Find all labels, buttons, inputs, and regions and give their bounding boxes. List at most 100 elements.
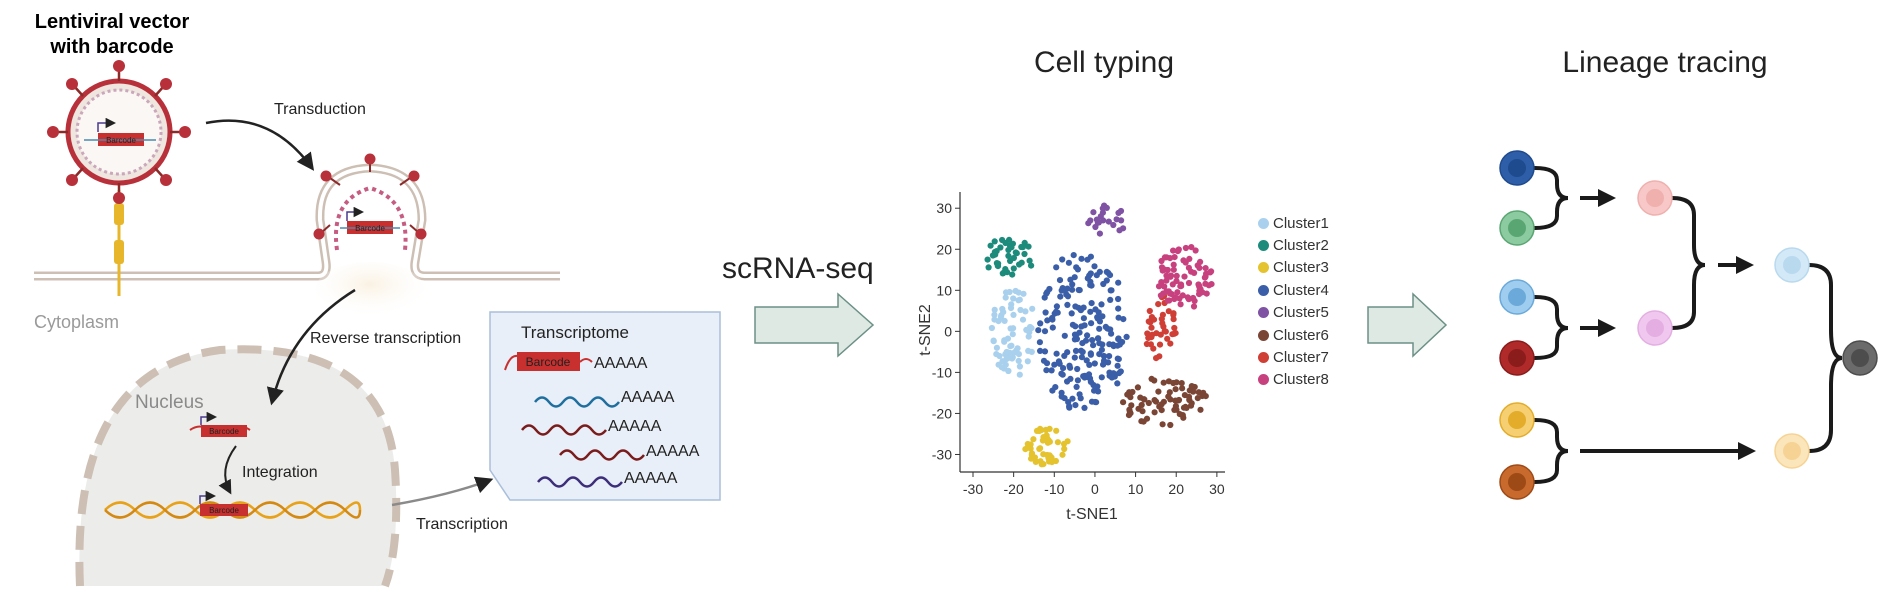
scatter-point-cluster4 [1095,309,1102,316]
scatter-point-cluster4 [1091,263,1098,270]
lineage-title: Lineage tracing [1562,46,1767,79]
scatter-point-cluster4 [1090,342,1097,349]
scatter-point-cluster1 [1020,290,1027,297]
scatter-point-cluster4 [1074,365,1081,373]
scatter-point-cluster1 [1001,337,1008,344]
scatter-point-cluster6 [1167,421,1174,429]
scatter-point-cluster3 [1036,445,1043,452]
scatter-point-cluster2 [984,256,991,263]
scatter-point-cluster3 [1037,458,1044,465]
brace-4 [1670,196,1706,330]
input-cell-2 [1499,210,1535,246]
scatter-point-cluster4 [1087,378,1094,385]
scatter-point-cluster1 [993,351,1000,358]
scatter-point-cluster4 [1078,255,1085,262]
brace-5 [1807,263,1843,453]
scatter-point-cluster5 [1105,218,1112,225]
scatter-point-cluster4 [1061,286,1068,293]
scatter-point-cluster8 [1201,274,1208,281]
scatter-point-cluster4 [1057,293,1064,300]
scatter-point-cluster1 [1016,363,1024,370]
scatter-point-cluster6 [1190,388,1197,395]
lineage-tree [1499,150,1878,500]
scatter-point-cluster3 [1059,451,1066,458]
scatter-point-cluster5 [1087,217,1094,224]
legend-label: Cluster1 [1273,214,1329,232]
reverse-transcription-label: Reverse transcription [310,330,461,347]
barcode-dna-fragment: Barcode [189,411,251,437]
scatter-point-cluster7 [1169,331,1176,338]
scatter-point-cluster5 [1116,227,1123,234]
scatter-point-cluster8 [1173,278,1180,285]
scatter-point-cluster7 [1145,318,1152,325]
progenitor-cell-2-nucleus [1646,319,1664,337]
scatter-point-cluster1 [1029,305,1036,312]
scatter-point-cluster2 [1016,261,1023,268]
scatter-point-cluster1 [1005,367,1012,375]
scatter-point-cluster8 [1163,272,1170,279]
scatter-point-cluster7 [1164,335,1171,342]
scatter-point-cluster6 [1151,397,1158,404]
scatter-point-cluster7 [1161,328,1168,335]
scatter-point-cluster8 [1167,272,1175,279]
transcriptome-panel: Transcriptome Barcode AAAAA AAAAA AAAAA … [489,311,721,501]
scatter-point-cluster3 [1032,458,1039,465]
scatter-point-cluster3 [1024,440,1031,448]
transcript-wave-2: AAAAA [521,418,662,436]
input-cell-5-nucleus [1508,411,1526,429]
scatter-point-cluster8 [1178,283,1185,290]
scatter-point-cluster4 [1068,310,1075,317]
scatter-point-cluster4 [1059,371,1066,378]
scatter-point-cluster4 [1035,327,1042,334]
integration-arrow [218,445,237,495]
scatter-point-cluster4 [1089,337,1096,344]
scatter-point-cluster7 [1170,311,1177,318]
scatter-point-cluster8 [1191,269,1198,276]
scatter-point-cluster6 [1145,399,1152,407]
scatter-point-cluster6 [1160,379,1167,386]
scatter-point-cluster4 [1043,360,1051,367]
scatter-point-cluster2 [993,248,1000,255]
scatter-point-cluster4 [1115,279,1122,286]
scatter-point-cluster6 [1134,384,1141,391]
scatter-point-cluster1 [1016,296,1023,303]
legend-item-cluster8: Cluster8 [1258,369,1329,391]
polyA-tail-5: AAAAA [624,470,678,487]
scatter-point-cluster8 [1195,281,1202,288]
scatter-point-cluster5 [1099,209,1106,216]
nucleus: Nucleus [75,345,401,588]
brace-3 [1533,418,1569,484]
scatter-point-cluster1 [1012,287,1019,295]
scatter-point-cluster4 [1114,362,1121,369]
cytoplasm-label: Cytoplasm [34,312,119,332]
scatter-point-cluster2 [1002,239,1009,247]
scatter-point-cluster4 [1084,332,1091,339]
scatter-point-cluster1 [1015,357,1022,364]
scatter-point-cluster3 [1048,459,1055,466]
x-tick-label: 30 [1209,481,1225,497]
scatter-point-cluster7 [1146,307,1153,315]
progenitor-cell-2 [1637,310,1673,346]
vector-panel: Lentiviral vector with barcode [34,11,560,588]
scatter-point-cluster7 [1147,341,1154,348]
scatter-point-cluster6 [1129,388,1136,396]
x-tick-label: 20 [1168,481,1184,497]
legend-item-cluster5: Cluster5 [1258,302,1329,324]
scatter-point-cluster4 [1064,301,1071,308]
scatter-point-cluster2 [1009,271,1016,278]
scatter-point-cluster8 [1205,282,1212,289]
scatter-point-cluster4 [1083,357,1090,364]
legend-swatch [1258,352,1269,364]
scatter-point-cluster2 [1018,243,1025,251]
scatter-point-cluster6 [1159,421,1166,428]
scatter-point-cluster4 [1061,395,1068,402]
scatter-point-cluster8 [1190,303,1198,310]
scatter-point-cluster4 [1098,301,1105,308]
input-cell-5 [1499,402,1535,438]
vector-title-line1: Lentiviral vector [35,11,190,33]
to-lineage-arrow [1367,292,1448,358]
receptor-icon [114,190,124,296]
scatter-point-cluster4 [1067,375,1074,382]
scatter-point-cluster4 [1080,315,1087,322]
